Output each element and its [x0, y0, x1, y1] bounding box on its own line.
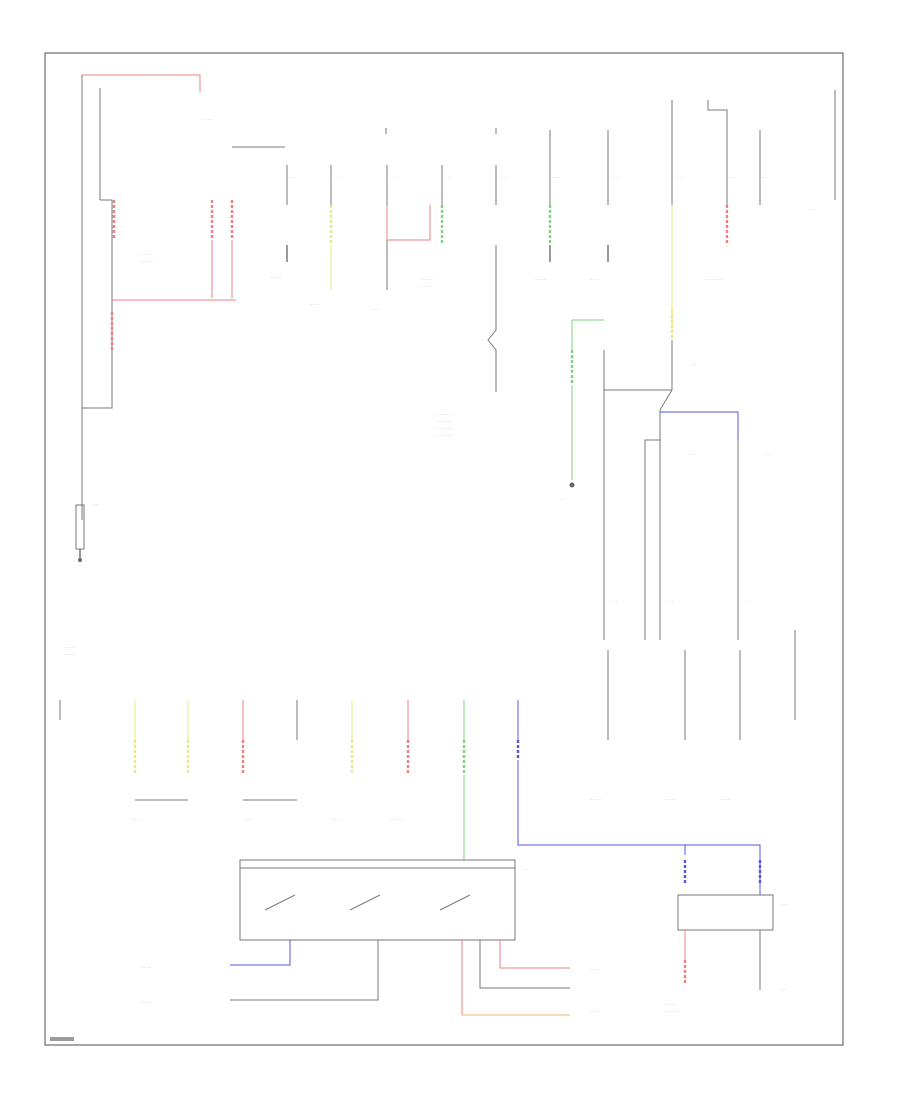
svg-text:......: ......: [688, 451, 696, 456]
svg-text:..........: ..........: [420, 283, 433, 288]
svg-text:........: ........: [310, 301, 320, 306]
svg-text:.........: .........: [140, 964, 151, 969]
svg-text:.........: .........: [590, 796, 601, 801]
svg-text:...............: ...............: [435, 432, 454, 437]
svg-text:......: ......: [390, 174, 398, 179]
svg-text:..... ....: ..... ....: [200, 116, 213, 121]
lower-fuse-row: ........ ......... ......... ....... ...…: [59, 630, 796, 895]
svg-text:...............: ...............: [435, 411, 454, 416]
svg-text:.....: .....: [560, 496, 566, 501]
svg-text:......: ......: [445, 174, 453, 179]
top-fuse-row: ...... ......... ...... ........ ...... …: [232, 90, 836, 437]
svg-text:...............: ...............: [705, 276, 724, 281]
svg-text:..........: ..........: [390, 816, 403, 821]
svg-text:......: ......: [522, 866, 530, 871]
svg-text:........: ........: [590, 1008, 600, 1013]
svg-text:.........: .........: [130, 816, 141, 821]
svg-text:...............: ...............: [435, 425, 454, 430]
svg-text:.........: .........: [535, 276, 546, 281]
svg-text:.......: .......: [780, 901, 789, 906]
svg-text:.....: .....: [612, 598, 618, 603]
svg-text:......: ......: [675, 174, 683, 179]
svg-text:.......: .......: [370, 306, 379, 311]
svg-text:......: ......: [611, 174, 619, 179]
svg-text:.....: .....: [92, 501, 98, 506]
svg-text:.......: .......: [765, 451, 774, 456]
svg-text:.........: .........: [270, 274, 281, 279]
svg-text:..........: ..........: [420, 276, 433, 281]
svg-text:.........: .........: [665, 796, 676, 801]
svg-text:...........: ...........: [665, 1008, 679, 1013]
battery-symbol: [75, 504, 85, 550]
svg-text:...............: ...............: [435, 418, 454, 423]
svg-text:.........: .........: [140, 999, 151, 1004]
svg-text:.........: .........: [330, 816, 341, 821]
svg-text:......: ......: [553, 174, 561, 179]
switch-cluster: ..... ...... ...... ....... ..... ..... …: [560, 319, 774, 640]
svg-text:.......: .......: [245, 816, 254, 821]
svg-text:.....: .....: [780, 986, 786, 991]
diagram-code-label: [50, 1037, 74, 1041]
battery-feed-section: .......... ..... .... ......... ........…: [75, 71, 236, 562]
svg-text:........: ........: [720, 796, 730, 801]
svg-text:..........: ..........: [152, 71, 165, 76]
svg-text:.....: .....: [730, 174, 736, 179]
svg-text:..........: ..........: [665, 1001, 678, 1006]
svg-text:......: ......: [690, 361, 698, 366]
svg-text:.....: .....: [745, 598, 751, 603]
svg-text:......: ......: [499, 174, 507, 179]
svg-text:.....: .....: [762, 174, 768, 179]
svg-text:.........: .........: [65, 651, 76, 656]
ground-symbol: [78, 558, 82, 562]
svg-text:........: ........: [590, 966, 600, 971]
svg-text:........: ........: [65, 644, 75, 649]
diagram-frame: [44, 52, 844, 1046]
svg-text:.....: .....: [810, 206, 816, 211]
svg-text:......: ......: [290, 174, 298, 179]
svg-text:.........: .........: [140, 251, 151, 256]
bottom-right-relay: ....... .......... ........... .....: [665, 860, 789, 1013]
svg-text:......: ......: [334, 174, 342, 179]
svg-text:..........: ..........: [140, 258, 153, 263]
bottom-switch-block: ...... ......... ......... ........ ....…: [140, 859, 600, 1016]
switch-box: [239, 859, 516, 941]
svg-text:.....: .....: [668, 598, 674, 603]
svg-text:.......: .......: [590, 276, 599, 281]
